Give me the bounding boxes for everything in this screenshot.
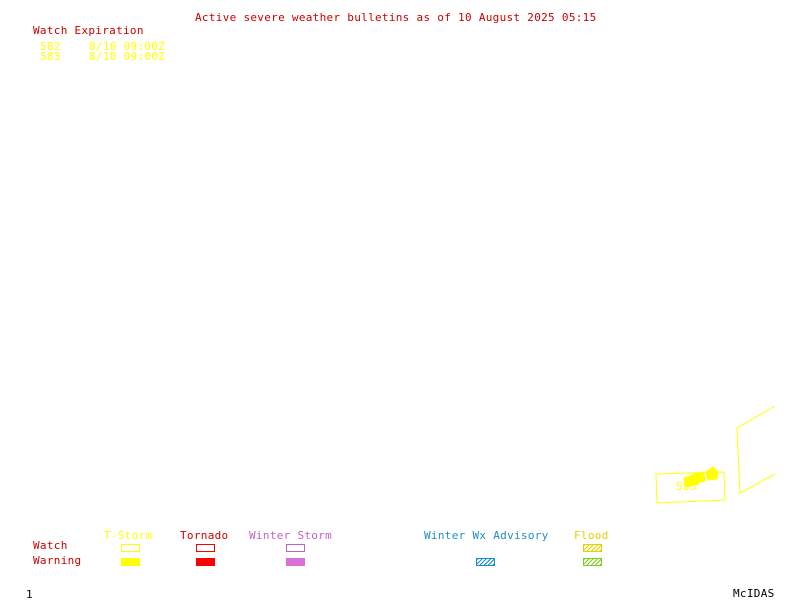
tornado-warning-swatch <box>196 558 215 566</box>
watch-expiration-heading: Watch Expiration <box>33 24 144 37</box>
watch-id: 583 <box>40 50 61 63</box>
flood-warning-swatch <box>583 558 602 566</box>
watch-id: 582 <box>40 40 61 53</box>
watch-box-label: 583 <box>676 480 697 493</box>
tstorm-watch-swatch <box>121 544 140 552</box>
warning-polygon <box>705 466 719 481</box>
legend-label-winter-wx-advisory: Winter Wx Advisory <box>424 529 549 542</box>
legend-row-label-watch: Watch <box>33 539 68 552</box>
brand-label: McIDAS <box>733 587 775 600</box>
winter-storm-warning-swatch <box>286 558 305 566</box>
legend-label-winter-storm: Winter Storm <box>249 529 333 542</box>
winter-wx-advisory-swatch <box>476 558 495 566</box>
watch-expiry-time: 8/10 09:00Z <box>89 50 166 63</box>
frame-number: 1 <box>26 588 33 600</box>
flood-watch-swatch <box>583 544 602 552</box>
winter-storm-watch-swatch <box>286 544 305 552</box>
tstorm-warning-swatch <box>121 558 140 566</box>
warning-polygon <box>693 471 706 484</box>
legend-label-tornado: Tornado <box>180 529 229 542</box>
page-title: Active severe weather bulletins as of 10… <box>195 11 597 24</box>
watch-boundary-outline <box>736 405 776 494</box>
legend-label-tstorm: T-Storm <box>104 529 153 542</box>
watch-expiry-time: 8/10 09:00Z <box>89 40 166 53</box>
tornado-watch-swatch <box>196 544 215 552</box>
legend-row-label-warning: Warning <box>33 554 82 567</box>
legend-label-flood: Flood <box>574 529 609 542</box>
